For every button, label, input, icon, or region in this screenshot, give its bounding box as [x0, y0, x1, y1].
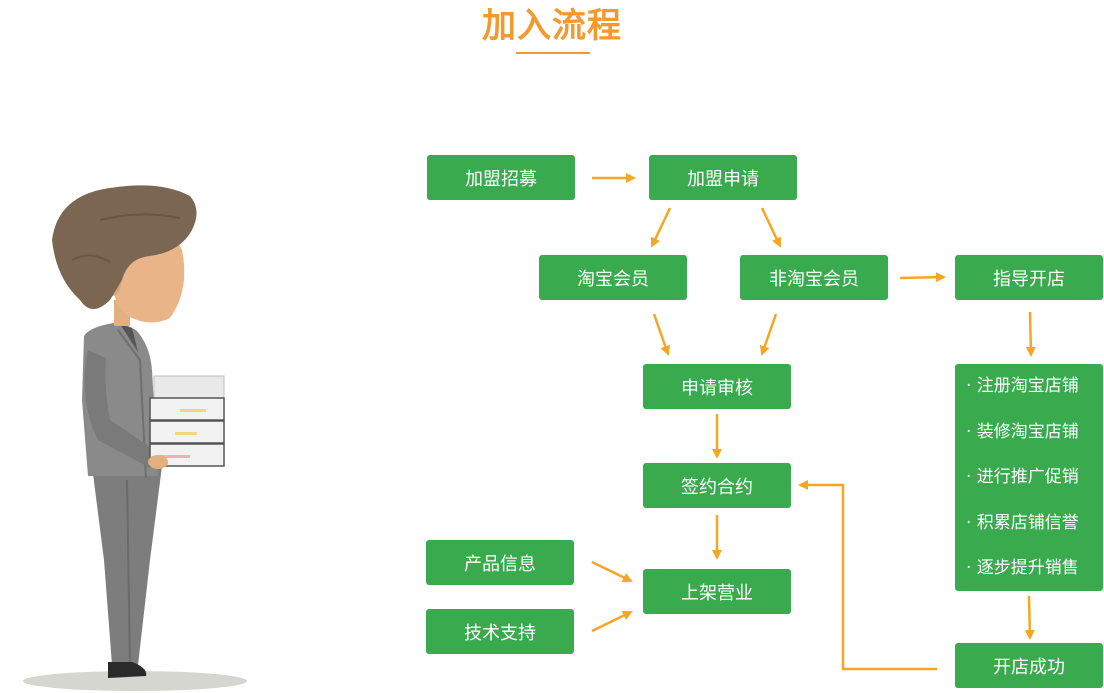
- recruit-box: 加盟招募: [427, 155, 575, 200]
- arrow-steps-to-success: [1024, 595, 1035, 640]
- shoes: [108, 662, 147, 678]
- guide-open-box: 指导开店: [955, 255, 1103, 300]
- launch-box: 上架营业: [643, 569, 791, 614]
- hair: [52, 185, 197, 309]
- arrow-taobao-to-review: [652, 313, 671, 356]
- step-item: · 注册淘宝店铺: [966, 376, 1079, 396]
- step-item: · 积累店铺信誉: [966, 512, 1079, 533]
- steps-box: · 注册淘宝店铺 · 装修淘宝店铺 · 进行推广促销 · 积累店铺信誉 · 逐步…: [955, 364, 1103, 591]
- arrow-apply-to-taobao: [650, 207, 672, 248]
- ground-shadow: [23, 671, 247, 691]
- arm: [84, 350, 158, 468]
- tech-support-box: 技术支持: [426, 609, 574, 654]
- arrow-apply-to-nontaobao: [760, 207, 782, 248]
- document-stack: [149, 375, 225, 467]
- arrow-guide-to-steps: [1025, 311, 1036, 357]
- arrow-nontaobao-to-review: [759, 313, 778, 356]
- product-info-box: 产品信息: [426, 540, 574, 585]
- trousers: [92, 466, 162, 665]
- step-item: · 装修淘宝店铺: [966, 421, 1079, 442]
- apply-box: 加盟申请: [649, 155, 797, 200]
- arrow-tech-to-launch: [591, 610, 633, 633]
- arrow-nontaobao-to-guide: [899, 272, 946, 283]
- taobao-member-box: 淘宝会员: [539, 255, 687, 300]
- review-box: 申请审核: [643, 364, 791, 409]
- open-success-box: 开店成功: [955, 643, 1103, 688]
- page-title: 加入流程: [482, 6, 622, 46]
- contract-box: 签约合约: [643, 463, 791, 508]
- arrow-success-to-contract: [798, 480, 937, 671]
- step-item: · 逐步提升销售: [966, 558, 1079, 578]
- non-taobao-member-box: 非淘宝会员: [740, 255, 888, 300]
- step-item: · 进行推广促销: [966, 467, 1079, 487]
- person-illustration: [23, 185, 247, 691]
- title-underline: [516, 52, 590, 54]
- hand: [148, 455, 168, 469]
- arrow-product-to-launch: [591, 560, 633, 583]
